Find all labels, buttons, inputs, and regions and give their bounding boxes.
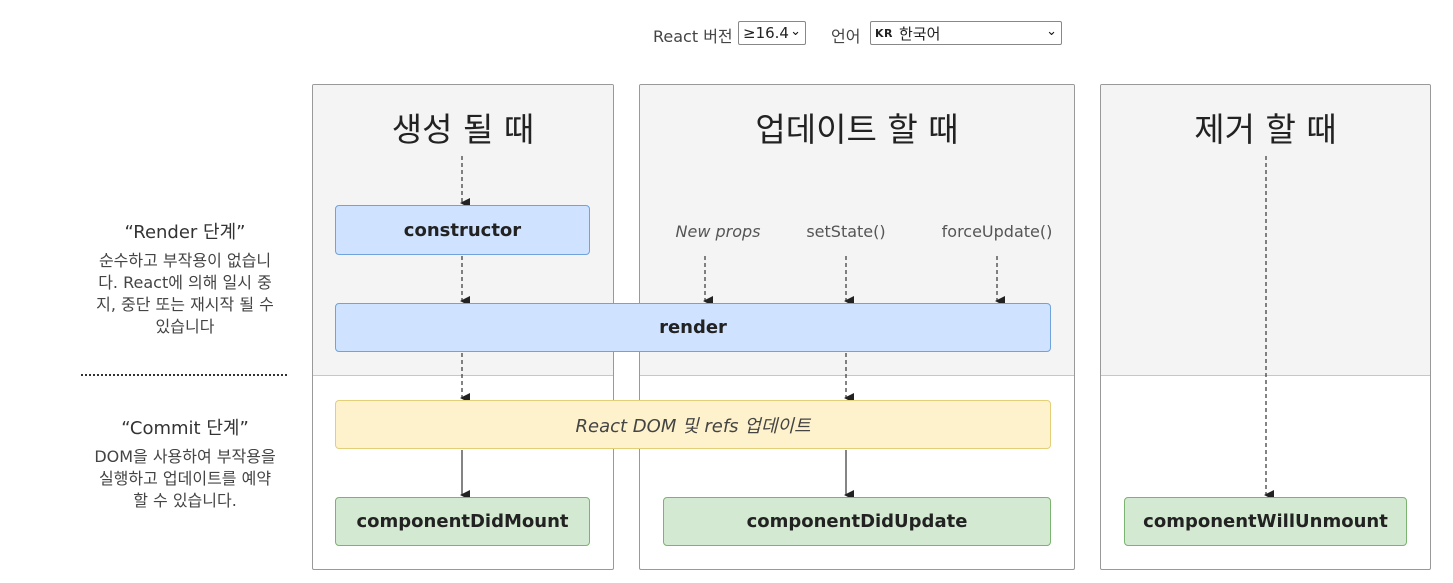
mounting-title: 생성 될 때 xyxy=(391,110,535,149)
new-props-trigger: New props xyxy=(675,222,761,241)
component-did-mount-box[interactable]: componentDidMount xyxy=(335,497,590,546)
set-state-trigger: setState() xyxy=(806,222,886,241)
render-box[interactable]: render xyxy=(335,303,1051,352)
react-version-select[interactable]: ≥16.4 ⌄ xyxy=(738,21,806,45)
chevron-down-icon: ⌄ xyxy=(1046,24,1057,39)
react-version-label: React 버전 xyxy=(653,27,733,46)
kr-flag-icon: KR xyxy=(875,26,893,40)
language-value: 한국어 xyxy=(899,24,941,43)
component-did-update-box[interactable]: componentDidUpdate xyxy=(663,497,1051,546)
render-phase-description: 순수하고 부작용이 없습니다. React에 의해 일시 중지, 중단 또는 재… xyxy=(96,251,274,336)
chevron-down-icon: ⌄ xyxy=(790,24,801,39)
phase-divider xyxy=(81,374,287,376)
language-select[interactable]: KR 한국어 ⌄ xyxy=(870,21,1062,45)
commit-phase-title: “Commit 단계” xyxy=(121,418,249,439)
updating-title: 업데이트 할 때 xyxy=(755,110,959,149)
unmounting-title: 제거 할 때 xyxy=(1194,110,1337,149)
react-dom-update-box[interactable]: React DOM 및 refs 업데이트 xyxy=(335,400,1051,449)
component-will-unmount-box[interactable]: componentWillUnmount xyxy=(1124,497,1407,546)
render-phase-title: “Render 단계” xyxy=(124,222,246,243)
language-label: 언어 xyxy=(831,27,861,46)
constructor-box[interactable]: constructor xyxy=(335,205,590,255)
commit-phase-description: DOM을 사용하여 부작용을 실행하고 업데이트를 예약 할 수 있습니다. xyxy=(94,447,276,510)
force-update-trigger: forceUpdate() xyxy=(941,222,1053,241)
react-version-value: ≥16.4 xyxy=(743,24,789,42)
